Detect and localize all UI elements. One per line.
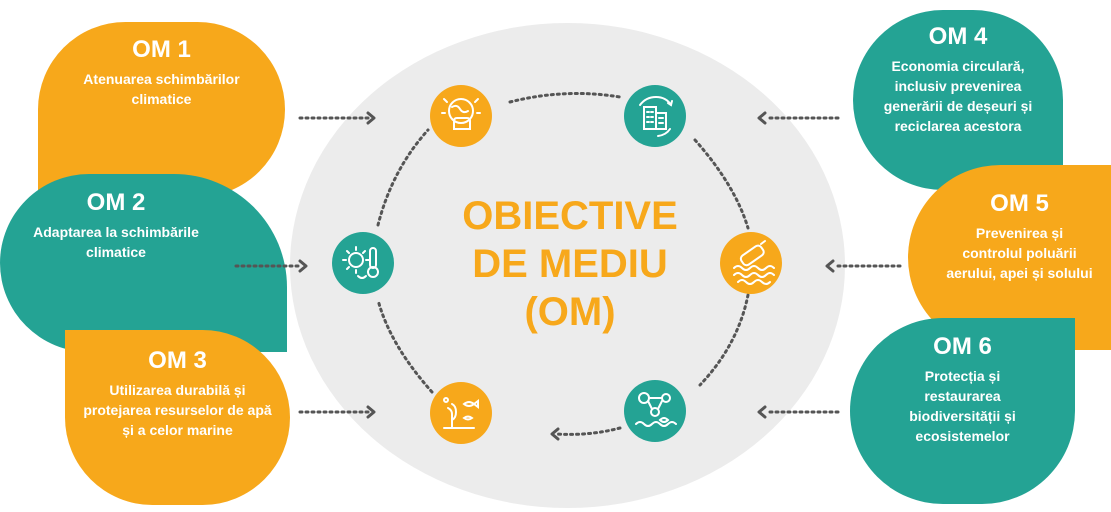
ring-arc-bottom bbox=[554, 426, 622, 436]
center-title: OBIECTIVE DE MEDIU (OM) bbox=[410, 192, 730, 336]
arrowhead-om6 bbox=[757, 405, 767, 419]
om4-label: Economia circulară, inclusiv prevenirea … bbox=[883, 58, 1033, 134]
om1-code: OM 1 bbox=[132, 36, 191, 63]
om1-bubble: OM 1 Atenuarea schimbărilor climatice bbox=[38, 22, 285, 197]
ring-arc-lower-right bbox=[698, 293, 750, 387]
center-title-line2: DE MEDIU bbox=[472, 242, 668, 286]
om5-label: Prevenirea și controlul poluării aerului… bbox=[946, 225, 1093, 281]
om6-label: Protecția și restaurarea biodiversității… bbox=[909, 368, 1016, 444]
om2-code: OM 2 bbox=[86, 189, 146, 216]
om4-bubble: OM 4 Economia circulară, inclusiv preven… bbox=[853, 10, 1063, 190]
om6-code: OM 6 bbox=[933, 333, 992, 360]
arrowhead-om2 bbox=[298, 259, 308, 273]
arrowhead-om1 bbox=[366, 111, 376, 125]
ring-arc-upper-left bbox=[376, 128, 430, 227]
ring-arc-upper-right bbox=[693, 138, 750, 230]
arrowhead-om4 bbox=[757, 111, 767, 125]
om6-bubble: OM 6 Protecția și restaurarea biodiversi… bbox=[850, 318, 1075, 504]
om2-label: Adaptarea la schimbările climatice bbox=[33, 224, 199, 260]
ring-arc-top bbox=[508, 91, 622, 104]
om5-code: OM 5 bbox=[990, 190, 1049, 217]
om3-code: OM 3 bbox=[148, 347, 207, 374]
om1-label: Atenuarea schimbărilor climatice bbox=[83, 71, 240, 107]
sun-thermometer-icon bbox=[332, 232, 394, 294]
coral-fish-icon bbox=[430, 382, 492, 444]
om3-label: Utilizarea durabilă și protejarea resurs… bbox=[83, 382, 272, 438]
ecosystem-network-icon bbox=[624, 380, 686, 442]
arrowhead-om3 bbox=[366, 405, 376, 419]
om4-code: OM 4 bbox=[928, 23, 988, 50]
arrowhead-ring-bottom bbox=[550, 427, 560, 441]
bottle-water-icon bbox=[720, 232, 782, 294]
arrowhead-om5 bbox=[825, 259, 835, 273]
ring-arc-lower-left bbox=[376, 298, 434, 394]
recycle-building-icon bbox=[624, 85, 686, 147]
center-title-line3: (OM) bbox=[524, 290, 616, 334]
om3-bubble: OM 3 Utilizarea durabilă și protejarea r… bbox=[65, 330, 290, 505]
globe-fist-icon bbox=[430, 85, 492, 147]
center-title-line1: OBIECTIVE bbox=[462, 194, 678, 238]
om2-bubble: OM 2 Adaptarea la schimbările climatice bbox=[0, 174, 287, 352]
